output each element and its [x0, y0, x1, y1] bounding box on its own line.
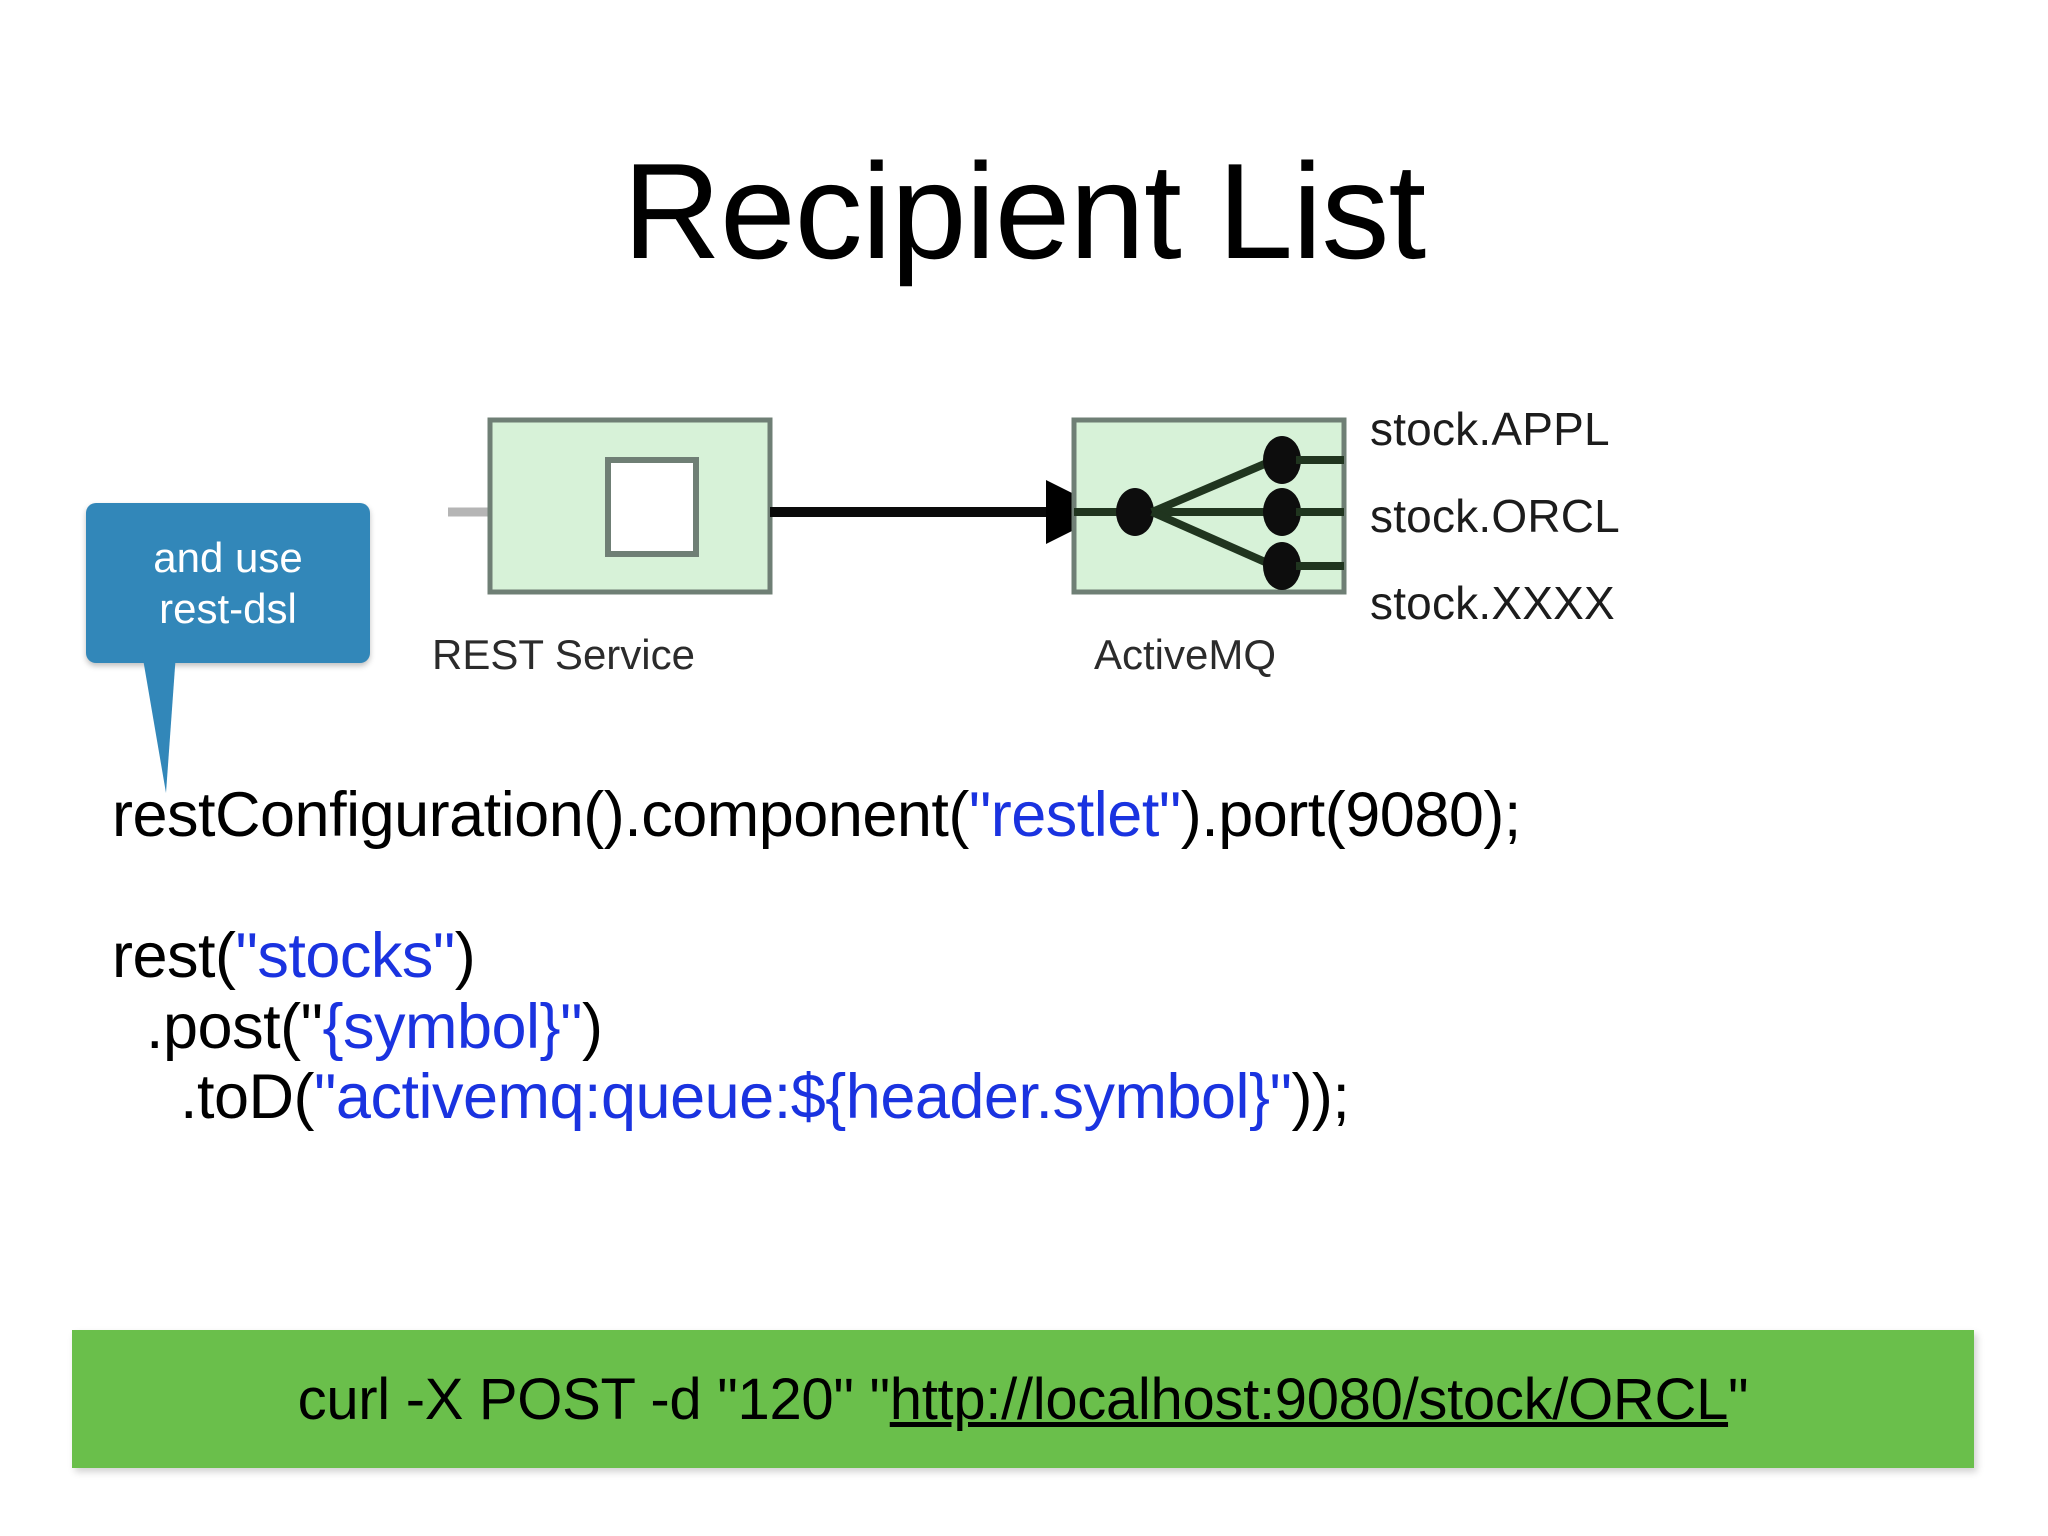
code-plain-token: ) — [454, 921, 476, 992]
code-plain-token: )); — [1291, 1062, 1350, 1133]
rest-service-box — [487, 417, 773, 595]
activemq-label: ActiveMQ — [1094, 631, 1277, 678]
callout-tail-icon — [142, 653, 176, 793]
code-string-token: "activemq:queue:${header.symbol}" — [314, 1062, 1292, 1133]
code-plain-token: ) — [581, 991, 603, 1062]
code-plain-token — [112, 851, 129, 921]
code-plain-token: restConfiguration().component( — [112, 780, 969, 850]
code-string-token: "restlet" — [968, 780, 1181, 850]
code-string-token: "stocks" — [235, 921, 456, 992]
code-string-token: {symbol}" — [322, 991, 582, 1062]
callout-line-2: rest-dsl — [159, 585, 297, 632]
callout-bubble: and use rest-dsl — [86, 503, 370, 793]
line-tod: .toD("activemq:queue:${header.symbol}"))… — [112, 1062, 1962, 1133]
line-post: .post("{symbol}") — [112, 992, 1962, 1063]
code-plain-token: .post(" — [112, 991, 323, 1062]
callout-body: and use rest-dsl — [86, 503, 370, 663]
line-rest: rest("stocks") — [112, 921, 1962, 992]
callout-line-1: and use — [153, 533, 303, 581]
line-rest-configuration: restConfiguration().component("restlet")… — [112, 780, 1962, 851]
activemq-box — [1071, 417, 1347, 595]
queue-label-xxxx: stock.XXXX — [1370, 577, 1615, 629]
code-block: restConfiguration().component("restlet")… — [112, 780, 1962, 1133]
page-title: Recipient List — [622, 135, 1426, 287]
command-suffix: " — [1728, 1366, 1749, 1432]
command-bar: curl -X POST -d "120" "http://localhost:… — [72, 1330, 1974, 1468]
command-bar-text: curl -X POST -d "120" "http://localhost:… — [298, 1366, 1749, 1433]
rest-service-label: REST Service — [432, 631, 695, 678]
connector-arrow-icon — [770, 480, 1110, 544]
inbound-arrow-icon — [448, 487, 648, 537]
code-plain-token: ).port(9080); — [1180, 780, 1522, 850]
queue-label-orcl: stock.ORCL — [1370, 490, 1620, 542]
code-plain-token: .toD( — [112, 1062, 315, 1133]
queue-label-appl: stock.APPL — [1370, 403, 1610, 455]
line-blank-1 — [112, 851, 1962, 922]
code-plain-token: rest( — [112, 921, 236, 992]
command-prefix: curl -X POST -d "120" " — [297, 1366, 890, 1432]
command-url-link[interactable]: http://localhost:9080/stock/ORCL — [889, 1366, 1729, 1432]
